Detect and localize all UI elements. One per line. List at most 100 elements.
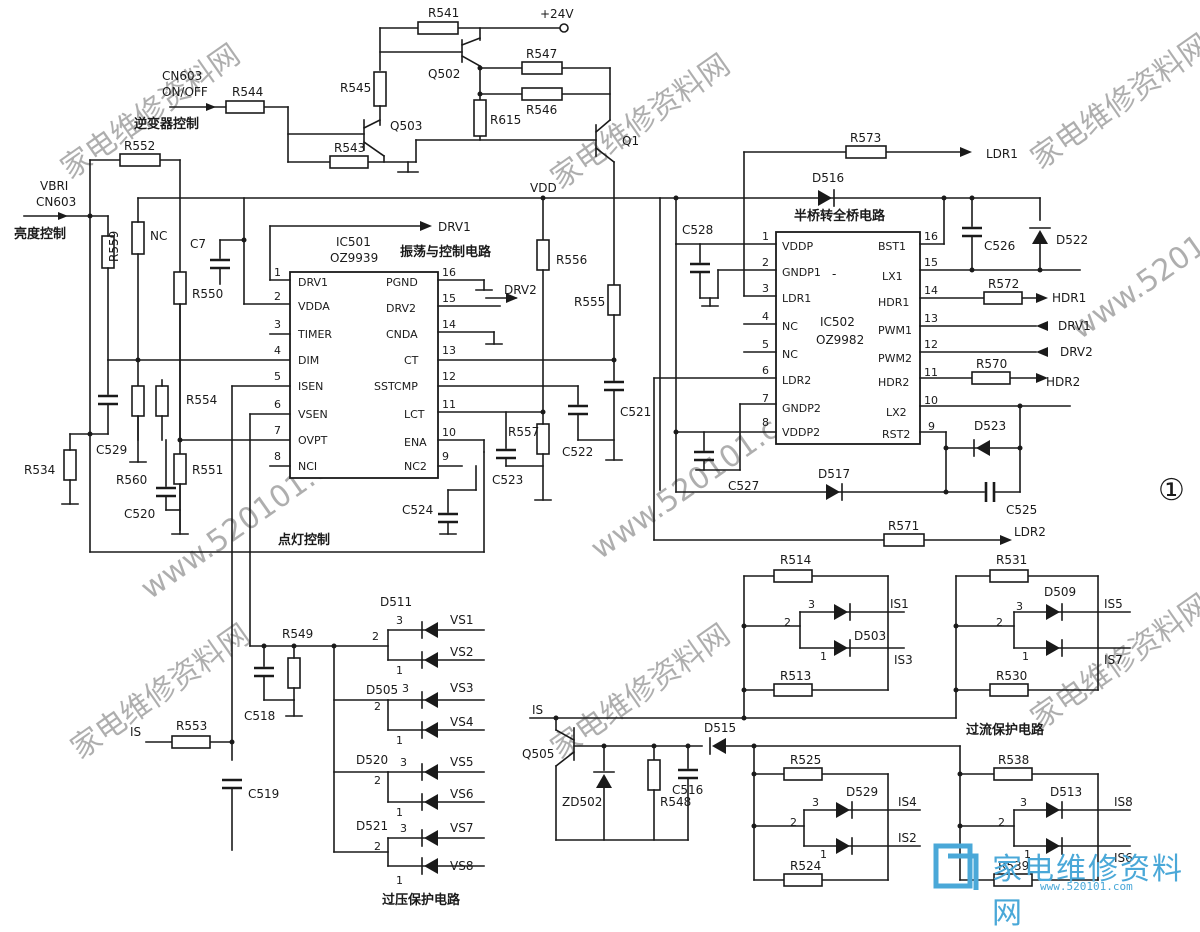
site-logo: 家电维修资料网 www.520101.com	[930, 834, 1190, 931]
resistor-r514	[773, 569, 813, 583]
ref-r539: R539	[998, 859, 1029, 873]
pin-2: 2	[374, 840, 381, 853]
pin-2: 2	[374, 700, 381, 713]
pin-3: 3	[1020, 796, 1027, 809]
ic502-pin-name: VDDP	[782, 240, 813, 253]
resistor-nc	[131, 221, 145, 255]
ic501-pin-num: 9	[442, 450, 449, 463]
ref-r524: R524	[790, 859, 821, 873]
resistor-r550	[173, 271, 187, 305]
resistor-r551	[173, 453, 187, 485]
ic501-pin-num: 8	[274, 450, 281, 463]
ic501-pin-num: 10	[442, 426, 456, 439]
ref-r552: R552	[124, 139, 155, 153]
ref-c518: C518	[244, 709, 275, 723]
ref-c526: C526	[984, 239, 1015, 253]
ic501-pin-name: LCT	[404, 408, 425, 421]
ref-r557: R557	[508, 425, 539, 439]
ic501-part: OZ9939	[330, 251, 378, 265]
label-brightness-control: 亮度控制	[14, 226, 66, 242]
ref-r513: R513	[780, 669, 811, 683]
ic501-right-pins: PGND 16 DRV2 15 CNDA 14 CT 13 SSTCMP 12 …	[374, 266, 456, 473]
label-overcurrent: 过流保护电路	[966, 722, 1045, 738]
ic502-right-pins: BST1 16 LX1 15 HDR1 14 PWM1 13 PWM2 12 H…	[878, 230, 938, 441]
pin-2: 2	[790, 816, 797, 829]
net-hdr2: HDR2	[1046, 375, 1080, 389]
resistor-r615	[473, 99, 487, 137]
resistor-r513	[773, 683, 813, 697]
resistor-r525	[783, 767, 823, 781]
ic502-pin-name: GNDP2	[782, 402, 821, 415]
ic502-left-pins: VDDP 1 GNDP1 2 LDR1 3 NC 4 NC 5 LDR2 6 G…	[762, 230, 821, 439]
ic501-pin-name: CNDA	[386, 328, 418, 341]
ic502-pin-num: 3	[762, 282, 769, 295]
label-inverter-control: 逆变器控制	[134, 116, 199, 132]
net-ldr1: LDR1	[986, 147, 1018, 161]
pin-1: 1	[396, 664, 403, 677]
ic502-chip: IC502 OZ9982 半桥转全桥电路 - VDDP 1 GNDP1 2 LD…	[653, 131, 1093, 547]
ref-c7: C7	[190, 237, 206, 251]
overvoltage-protection: C518 R549 IS R553 C519 D511 3 2 1 VS1 VS…	[130, 595, 485, 908]
ref-r514: R514	[780, 553, 811, 567]
ref-r525: R525	[790, 753, 821, 767]
resistor-r546	[521, 87, 563, 101]
net-cn603: CN603	[162, 69, 202, 83]
resistor-r539	[993, 873, 1033, 887]
resistor-r555	[607, 284, 621, 316]
ic502-pin-name: LX2	[886, 406, 907, 419]
ic502-pin-num: 11	[924, 366, 938, 379]
brightness-input-section: VBRI CN603 亮度控制 R552 R559 NC VDD R550	[14, 139, 1041, 553]
ic501-body	[289, 271, 439, 479]
ic501-pin-name: VDDA	[298, 300, 330, 313]
pin-2: 2	[996, 616, 1003, 629]
pin-2: 2	[372, 630, 379, 643]
net-vbri: VBRI	[40, 179, 68, 193]
pin-2: 2	[784, 616, 791, 629]
pin-3: 3	[1016, 600, 1023, 613]
net-is5: IS5	[1104, 597, 1123, 611]
net-is6: IS6	[1114, 851, 1133, 865]
net-vs2: VS2	[450, 645, 473, 659]
net-is-left: IS	[130, 725, 141, 739]
ic502-pin-name: HDR1	[878, 296, 909, 309]
ic501-pin-name: DIM	[298, 354, 319, 367]
ref-d522: D522	[1056, 233, 1088, 247]
ic501-pin-num: 6	[274, 398, 281, 411]
ref-d516: D516	[812, 171, 844, 185]
ref-d523: D523	[974, 419, 1006, 433]
ic501-pin-num: 3	[274, 318, 281, 331]
ic502-pin-name: HDR2	[878, 376, 909, 389]
pin-2: 2	[374, 774, 381, 787]
ref-c525: C525	[1006, 503, 1037, 517]
net-drv2-in: DRV2	[1060, 345, 1093, 359]
ref-d517: D517	[818, 467, 850, 481]
ic502-pin-num: 12	[924, 338, 938, 351]
ic501-pin-name: DRV1	[298, 276, 328, 289]
ic502-pin-name: NC	[782, 320, 798, 333]
svg-text:-: -	[832, 267, 836, 281]
net-is1: IS1	[890, 597, 909, 611]
net-is7: IS7	[1104, 653, 1123, 667]
ref-d521: D521	[356, 819, 388, 833]
pin-3: 3	[400, 756, 407, 769]
resistor-r543	[329, 155, 369, 169]
resistor-r553	[171, 735, 211, 749]
ref-r553: R553	[176, 719, 207, 733]
net-drv2-out: DRV2	[504, 283, 537, 297]
logo-url: www.520101.com	[1040, 880, 1133, 893]
ref-r560: R560	[116, 473, 147, 487]
pin-1: 1	[820, 848, 827, 861]
ref-r556: R556	[556, 253, 587, 267]
ic501-pin-name: SSTCMP	[374, 380, 418, 393]
ic502-pin-name: LDR2	[782, 374, 811, 387]
pin-1: 1	[1024, 848, 1031, 861]
net-ldr2: LDR2	[1014, 525, 1046, 539]
resistor-r544	[225, 100, 265, 114]
net-drv1-out: DRV1	[438, 220, 471, 234]
ic502-pin-num: 5	[762, 338, 769, 351]
resistor-r552	[119, 153, 161, 167]
ic501-pin-name: NC2	[404, 460, 427, 473]
ic501-ref: IC501	[336, 235, 371, 249]
resistor-r556	[536, 239, 550, 271]
